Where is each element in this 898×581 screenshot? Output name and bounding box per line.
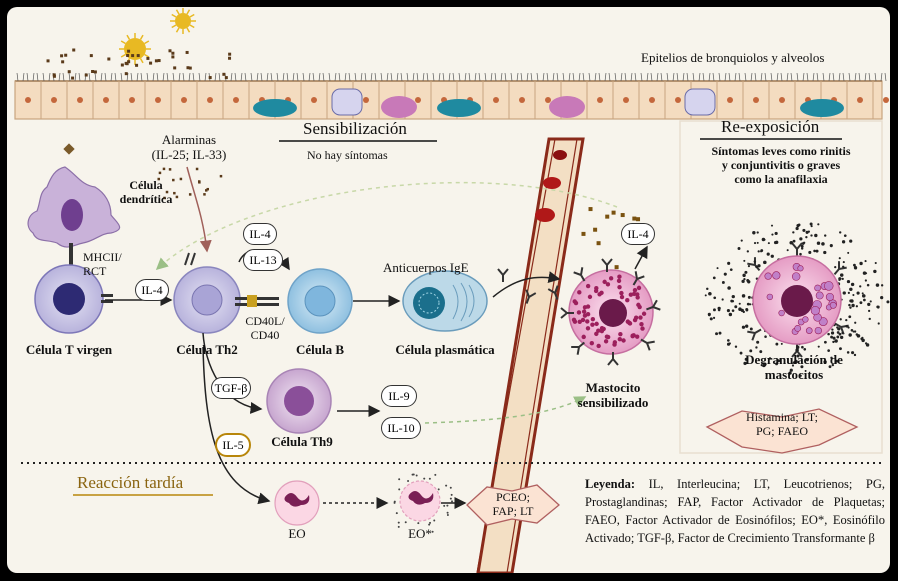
activated-eosinophil: [393, 473, 454, 533]
naive-t-label: Célula T virgen: [25, 342, 113, 357]
sensitization-title: Sensibilización: [303, 119, 407, 138]
cytokine-il4-top: IL-4: [243, 223, 277, 245]
th2-cell: [173, 252, 279, 334]
b-cell: [287, 268, 353, 334]
alarmins-label: Alarminas(IL-25; IL-33): [151, 132, 227, 162]
plasma-cell: [402, 270, 488, 332]
degranulating-mast-cell: [704, 222, 890, 377]
mhc-label: MHCII/RCT: [83, 250, 122, 278]
naive-t-cell: [34, 264, 113, 334]
cytokine-il4-mast: IL-4: [621, 223, 655, 245]
cytokine-il13: IL-13: [243, 249, 283, 271]
arrow-alarmins-th2: [186, 166, 212, 253]
goblet-cell-teal: [253, 99, 297, 117]
cytokine-tgf-beta: TGF-β: [211, 377, 251, 399]
mediators-label: Histamina; LT;PG; FAEO: [746, 410, 818, 438]
diagram-graphics: [14, 8, 890, 573]
epithelium-label: Epitelios de bronquiolos y alveolos: [641, 50, 825, 65]
reexposure-title: Re-exposición: [721, 117, 820, 136]
cytokine-il9: IL-9: [381, 385, 417, 407]
epithelium-layer: [14, 72, 889, 120]
plasma-cell-label: Célula plasmática: [395, 342, 495, 357]
mediator-badge: [705, 408, 859, 454]
th2-label: Célula Th2: [176, 342, 238, 357]
late-reaction-title: Reacción tardía: [77, 473, 184, 492]
diagram-frame: Epitelios de bronquiolos y alveolos Sens…: [7, 7, 890, 573]
arrow-feedback-il4: [155, 181, 618, 271]
no-symptoms-label: No hay síntomas: [307, 148, 388, 162]
goblet-cell-blue-2: [684, 88, 716, 116]
arrow-mast-il4: [634, 245, 648, 270]
eo-active-label: EO*: [408, 526, 432, 541]
b-cell-label: Célula B: [295, 342, 345, 357]
legend: Leyenda: IL, Interleucina; LT, Leucotrie…: [585, 475, 885, 547]
goblet-cell-blue: [331, 88, 363, 116]
legend-title: Leyenda:: [585, 477, 635, 491]
goblet-cell-pink: [381, 96, 417, 118]
th9-cell: [266, 368, 332, 434]
eosinophil: [274, 480, 320, 526]
late-mediators-label: PCEO;FAP; LT: [492, 490, 534, 518]
cytokine-il4-left: IL-4: [135, 279, 169, 301]
late-mediator-badge: [466, 484, 560, 526]
arrow-plasma-ige: [492, 271, 561, 298]
goblet-cell-teal-2: [437, 99, 481, 117]
legend-text: IL, Interleucina; LT, Leucotrienos; PG, …: [585, 477, 886, 545]
th9-label: Célula Th9: [271, 434, 333, 449]
cd40-label: CD40L/CD40: [245, 314, 285, 342]
goblet-cell-pink-2: [549, 96, 585, 118]
ige-label: Anticuerpos IgE: [383, 260, 469, 275]
eo-label: EO: [288, 526, 306, 541]
pollen-icon: [119, 8, 196, 65]
cytokine-il10: IL-10: [381, 417, 421, 439]
sensitized-mast-cell: [568, 269, 654, 355]
arrow-th2-eo: [202, 346, 271, 505]
cytokine-il5: IL-5: [215, 433, 251, 457]
goblet-cell-teal-3: [800, 99, 844, 117]
arrow-il9-mast: [424, 396, 587, 424]
